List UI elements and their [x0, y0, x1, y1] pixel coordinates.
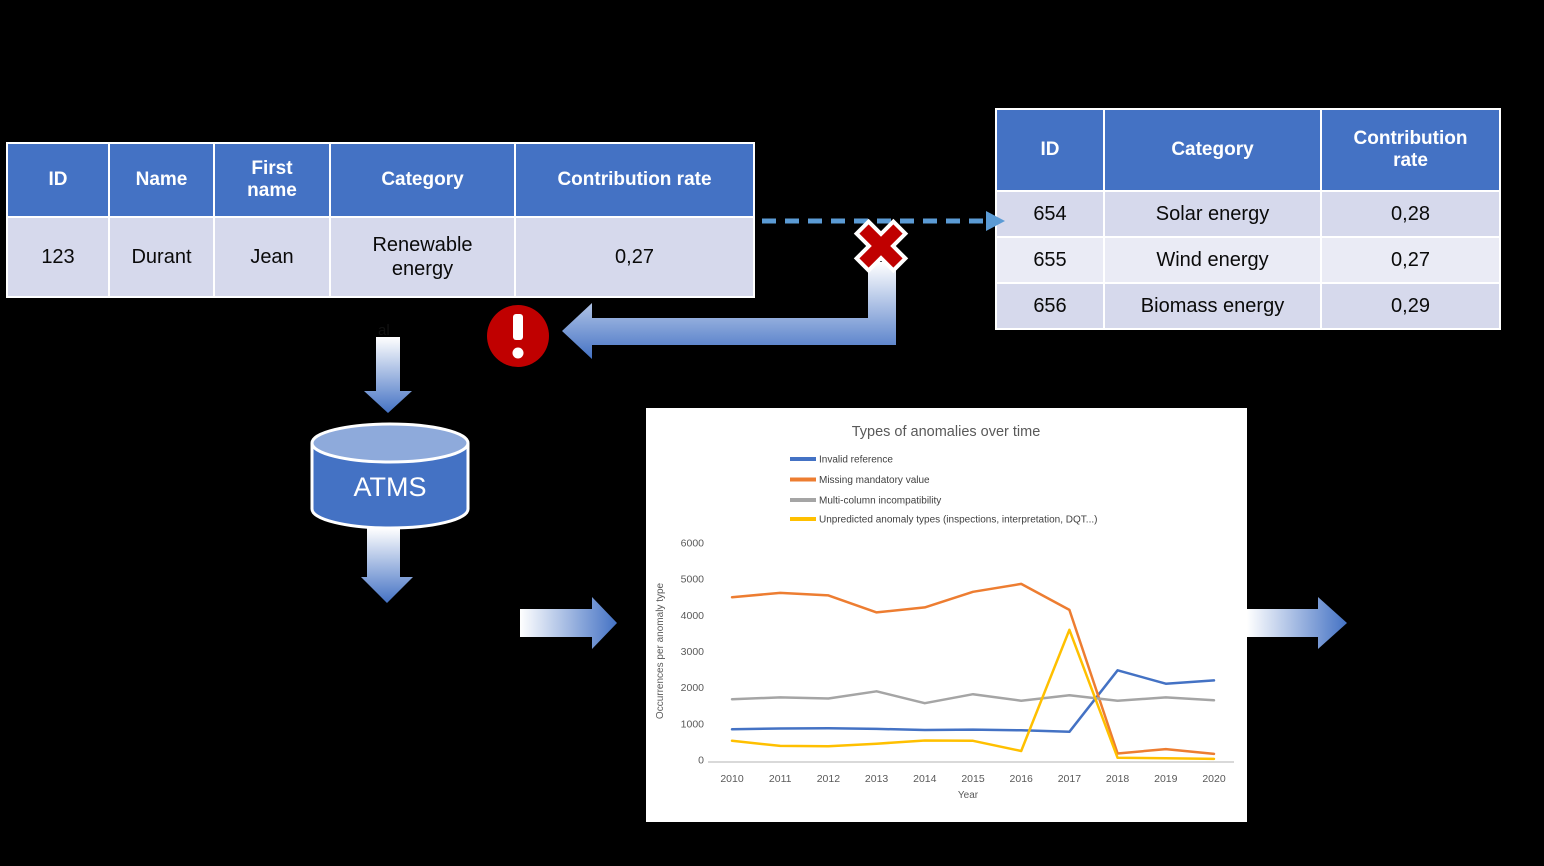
cell-category: Wind energy	[1105, 238, 1320, 282]
legend-label: Missing mandatory value	[819, 475, 930, 486]
source-record-table: ID Name First name Category Contribution…	[6, 142, 755, 298]
svg-text:1000: 1000	[681, 718, 705, 730]
svg-text:2017: 2017	[1058, 773, 1082, 785]
table-row: 655 Wind energy 0,27	[997, 238, 1499, 282]
svg-text:2010: 2010	[720, 773, 744, 785]
svg-text:5000: 5000	[681, 574, 705, 586]
legend-label: Unpredicted anomaly types (inspections, …	[819, 515, 1097, 526]
svg-text:2014: 2014	[913, 773, 937, 785]
svg-text:2013: 2013	[865, 773, 889, 785]
column-header: Contribution rate	[1322, 110, 1499, 190]
chart-title: Types of anomalies over time	[852, 424, 1041, 440]
svg-text:2018: 2018	[1106, 773, 1130, 785]
svg-text:4000: 4000	[681, 610, 705, 622]
y-axis-title: Occurrences per anomaly type	[655, 582, 666, 719]
svg-text:2015: 2015	[961, 773, 985, 785]
svg-text:2020: 2020	[1202, 773, 1226, 785]
chart-series-lines	[730, 582, 1216, 761]
svg-text:3000: 3000	[681, 646, 705, 658]
cell-category: Solar energy	[1105, 192, 1320, 236]
anomalies-chart-panel: Types of anomalies over time Invalid ref…	[646, 408, 1247, 822]
series-line	[730, 669, 1216, 734]
flow-arrow-out-of-chart	[1247, 597, 1347, 649]
cell-id: 656	[997, 284, 1103, 328]
table-header-row: ID Name First name Category Contribution…	[8, 144, 753, 216]
database-label: ATMS	[354, 472, 427, 502]
series-line	[730, 582, 1216, 756]
cell-id: 654	[997, 192, 1103, 236]
column-header: ID	[997, 110, 1103, 190]
chart-legend: Invalid reference Missing mandatory valu…	[790, 455, 1097, 526]
x-axis-title: Year	[958, 790, 979, 801]
column-header: Contribution rate	[516, 144, 753, 216]
cell-id: 655	[997, 238, 1103, 282]
legend-label: Invalid reference	[819, 455, 893, 466]
y-axis-ticks: 0 1000 2000 3000 4000 5000 6000	[681, 538, 705, 767]
cell-contribution-rate: 0,29	[1322, 284, 1499, 328]
cell-category: Biomass energy	[1105, 284, 1320, 328]
series-line	[730, 690, 1216, 705]
svg-text:2011: 2011	[769, 773, 792, 785]
svg-text:2000: 2000	[681, 682, 705, 694]
column-header: Name	[110, 144, 213, 216]
table-header-row: ID Category Contribution rate	[997, 110, 1499, 190]
table-row: 654 Solar energy 0,28	[997, 192, 1499, 236]
svg-text:6000: 6000	[681, 538, 705, 550]
flow-arrow-into-chart	[520, 597, 617, 649]
reference-lookup-dashed-arrow	[762, 211, 1005, 231]
database-output-arrow	[361, 528, 413, 603]
database-cylinder: ATMS	[310, 422, 470, 530]
series-line	[730, 628, 1216, 761]
reference-category-table: ID Category Contribution rate 654 Solar …	[995, 108, 1501, 330]
table-row: 656 Biomass energy 0,29	[997, 284, 1499, 328]
cell-contribution-rate: 0,27	[1322, 238, 1499, 282]
svg-text:2012: 2012	[817, 773, 841, 785]
cell-category: Renewable energy	[331, 218, 514, 296]
error-cross-icon	[853, 218, 909, 274]
cell-contribution-rate: 0,27	[516, 218, 753, 296]
clipped-text-fragment: al	[378, 322, 390, 339]
column-header: Category	[331, 144, 514, 216]
table-row: 123 Durant Jean Renewable energy 0,27	[8, 218, 753, 296]
alert-icon	[487, 305, 549, 367]
column-header: ID	[8, 144, 108, 216]
svg-text:2019: 2019	[1154, 773, 1178, 785]
column-header: Category	[1105, 110, 1320, 190]
table-to-database-arrow	[364, 337, 412, 413]
cell-id: 123	[8, 218, 108, 296]
svg-text:0: 0	[698, 755, 704, 767]
legend-label: Multi-column incompatibility	[819, 496, 941, 507]
x-axis-ticks: 2010 2011 2012 2013 2014 2015 2016 2017 …	[720, 773, 1226, 785]
column-header: First name	[215, 144, 329, 216]
cell-contribution-rate: 0,28	[1322, 192, 1499, 236]
svg-text:2016: 2016	[1010, 773, 1034, 785]
line-chart: Types of anomalies over time Invalid ref…	[655, 424, 1234, 801]
cell-first-name: Jean	[215, 218, 329, 296]
cell-name: Durant	[110, 218, 213, 296]
